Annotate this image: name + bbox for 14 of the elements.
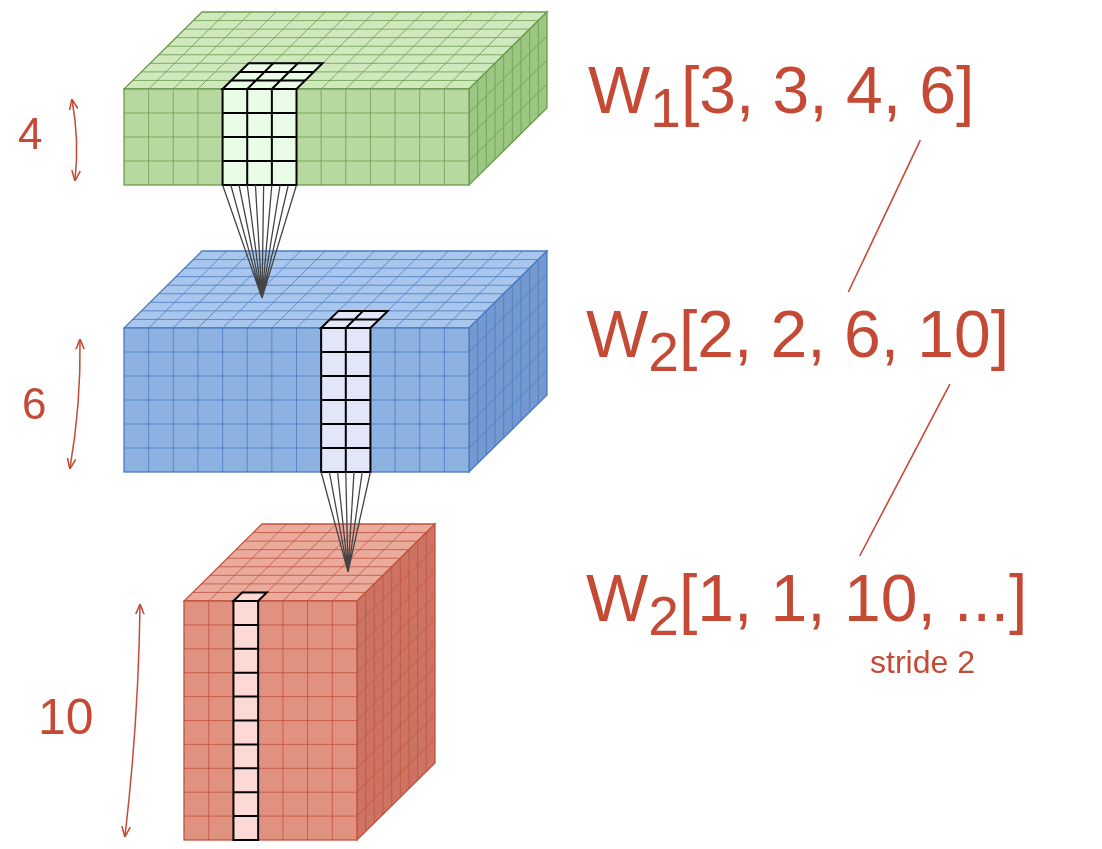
feature-map-block	[182, 522, 437, 842]
stride-note: stride 2	[870, 646, 975, 678]
weight-shape-text: W$_{1}$[3, 3, 4, 6]	[588, 57, 975, 137]
weight-shape-text: W$_{2}$[2, 2, 6, 10]	[586, 301, 1010, 381]
dimension-label: 10	[38, 692, 94, 742]
feature-map-block	[122, 10, 549, 187]
weight-shape-text: W$_{2}$[1, 1, 10, ...]	[586, 565, 1028, 645]
dimension-label: 4	[18, 112, 43, 156]
dimension-label: 6	[22, 382, 47, 426]
leader-line	[847, 139, 922, 293]
leader-line	[858, 383, 951, 557]
connection-fan	[221, 184, 298, 299]
feature-map-block	[122, 249, 549, 474]
connection-fan	[320, 471, 372, 573]
